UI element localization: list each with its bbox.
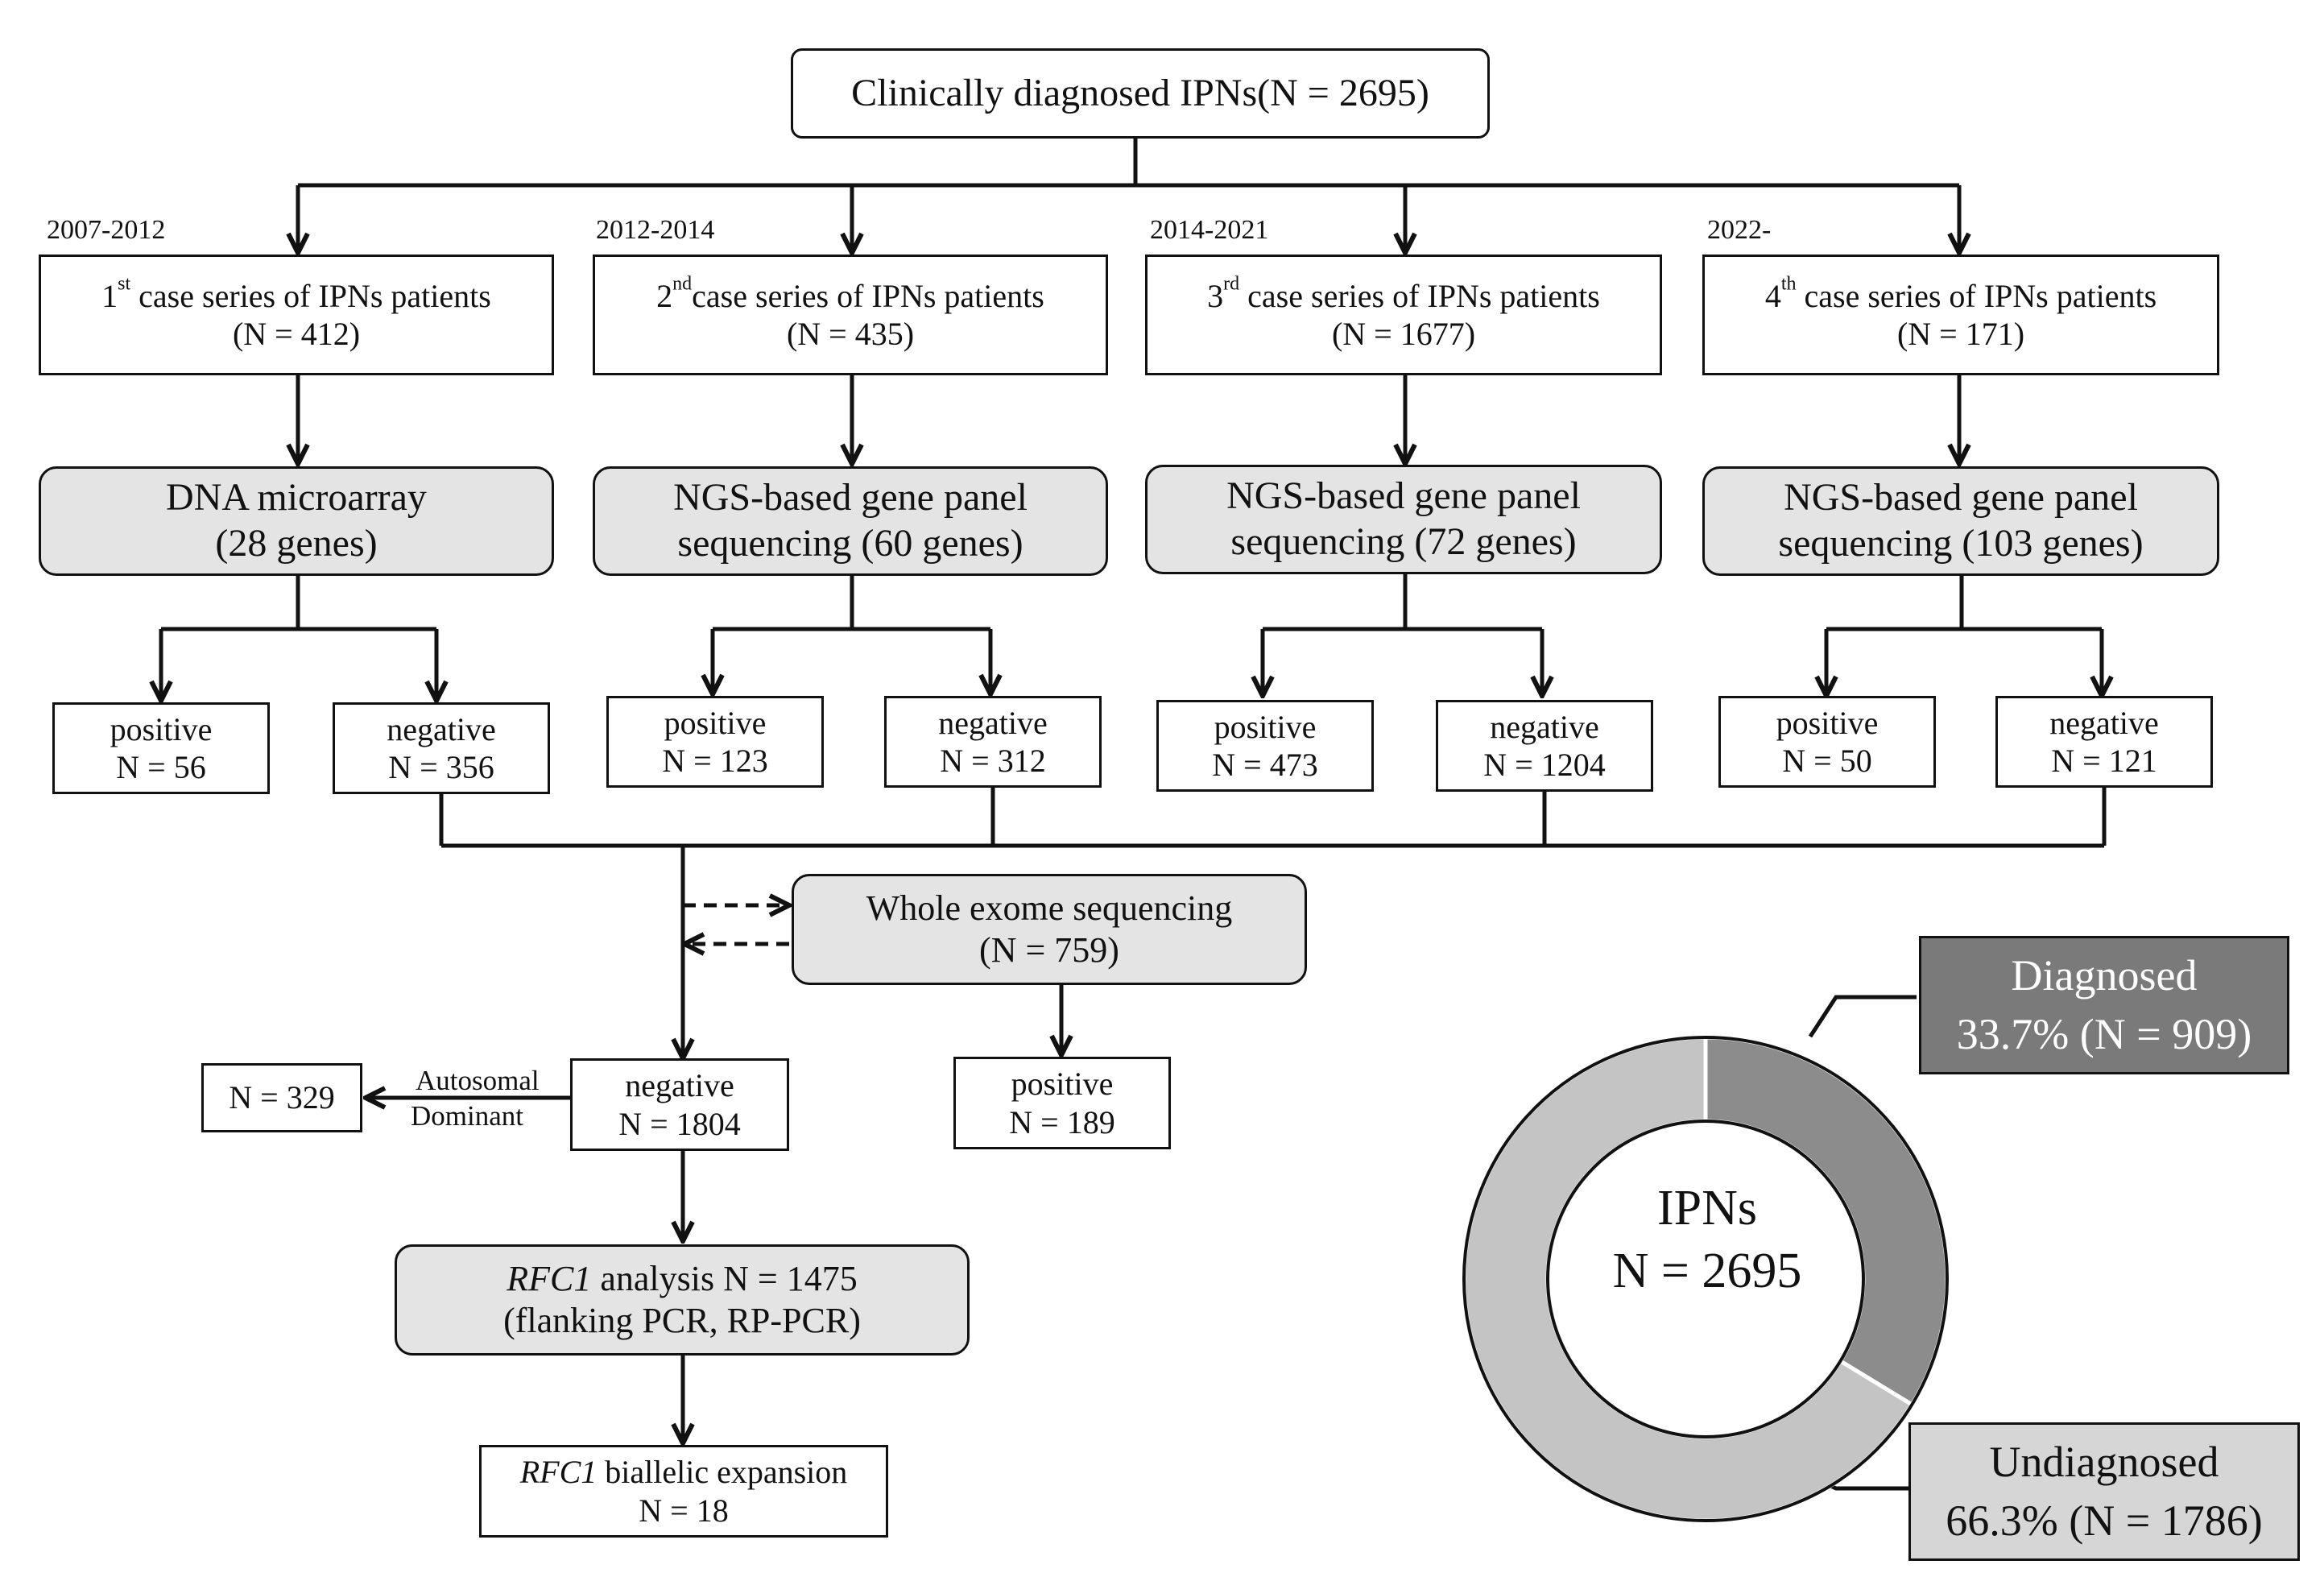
series-count: (N = 171) (1896, 316, 2025, 352)
period-label-2: 2012-2014 (596, 215, 715, 245)
combined-negative-box: negative N = 1804 (570, 1058, 789, 1151)
result-count: N = 1804 (618, 1105, 741, 1142)
result-label: positive (110, 710, 213, 747)
result-count: N = 56 (116, 749, 206, 785)
result-count: N = 123 (662, 743, 768, 779)
negative-box-2: negative N = 312 (884, 696, 1102, 788)
series-box-2: 2ndcase series of IPNs patients (N = 435… (593, 255, 1108, 375)
positive-box-2: positive N = 123 (606, 696, 824, 788)
ad-label-line: Dominant (411, 1099, 523, 1132)
result-count: N = 189 (1009, 1103, 1115, 1140)
series-count: (N = 1677) (1331, 316, 1476, 352)
ad-label-line: Autosomal (416, 1065, 540, 1096)
result-count: N = 121 (2051, 743, 2157, 779)
donut-outer-ring (1462, 1036, 1949, 1522)
donut-inner-hole (1546, 1120, 1865, 1438)
series-ordinal: 1 (101, 277, 118, 314)
period-label-3: 2014-2021 (1150, 215, 1269, 245)
series-ordinal-suffix: st (118, 273, 131, 295)
result-label: positive (664, 704, 767, 741)
donut-center-label: IPNs N = 2695 (1546, 1178, 1868, 1302)
callout-diagnosed (1808, 995, 1917, 1038)
method-line: sequencing (103 genes) (1778, 522, 2144, 565)
method-box-2: NGS-based gene panel sequencing (60 gene… (593, 466, 1108, 576)
donut-center-title: IPNs (1656, 1181, 1758, 1236)
series-ordinal-suffix: th (1780, 273, 1797, 295)
series-ordinal-suffix: rd (1223, 273, 1240, 295)
legend-undiagnosed: Undiagnosed 66.3% (N = 1786) (1908, 1422, 2300, 1561)
result-label: positive (1214, 708, 1317, 745)
negative-box-3: negative N = 1204 (1436, 700, 1653, 792)
positive-box-1: positive N = 56 (52, 702, 270, 794)
method-box-4: NGS-based gene panel sequencing (103 gen… (1702, 466, 2219, 576)
result-count: N = 1204 (1483, 747, 1606, 783)
method-line: NGS-based gene panel (1226, 474, 1581, 518)
result-label: negative (2049, 704, 2159, 741)
method-box-1: DNA microarray (28 genes) (39, 466, 554, 576)
wes-title: Whole exome sequencing (866, 888, 1233, 929)
series-title: case series of IPNs patients (1239, 277, 1600, 314)
legend-value: 33.7% (N = 909) (1956, 1010, 2252, 1058)
rfc1-result-box: RFC1 biallelic expansion N = 18 (479, 1445, 888, 1538)
series-count: (N = 435) (786, 316, 915, 352)
period-label-4: 2022- (1707, 215, 1772, 245)
wes-positive-box: positive N = 189 (953, 1057, 1171, 1149)
result-label: negative (625, 1067, 734, 1104)
ad-box: N = 329 (201, 1063, 362, 1132)
rfc1-result-title: biallelic expansion (597, 1454, 848, 1491)
legend-label: Undiagnosed (1989, 1438, 2219, 1487)
positive-box-4: positive N = 50 (1718, 696, 1936, 788)
result-count: N = 312 (940, 743, 1046, 779)
donut-center-count: N = 2695 (1612, 1243, 1802, 1298)
method-line: NGS-based gene panel (1784, 476, 2138, 519)
wes-box: Whole exome sequencing (N = 759) (792, 874, 1307, 985)
method-line: sequencing (60 genes) (677, 522, 1023, 565)
positive-box-3: positive N = 473 (1156, 700, 1374, 792)
series-box-4: 4th case series of IPNs patients (N = 17… (1702, 255, 2219, 375)
ad-label: Autosomal Dominant (411, 1063, 540, 1134)
series-title: case series of IPNs patients (692, 277, 1044, 314)
negative-box-4: negative N = 121 (1995, 696, 2213, 788)
donut-chart (1462, 1035, 1950, 1523)
result-label: negative (387, 710, 496, 747)
ad-count: N = 329 (229, 1079, 335, 1116)
method-box-3: NGS-based gene panel sequencing (72 gene… (1145, 465, 1662, 574)
rfc1-analysis-box: RFC1 analysis N = 1475 (flanking PCR, RP… (395, 1244, 970, 1356)
result-count: N = 50 (1782, 743, 1872, 779)
series-ordinal: 4 (1764, 277, 1781, 314)
negative-box-1: negative N = 356 (333, 702, 550, 794)
series-ordinal-suffix: nd (672, 273, 693, 295)
method-line: sequencing (72 genes) (1230, 520, 1577, 563)
legend-label: Diagnosed (2011, 951, 2198, 1000)
series-ordinal: 3 (1207, 277, 1224, 314)
result-label: positive (1776, 704, 1879, 741)
series-title: case series of IPNs patients (130, 277, 491, 314)
series-box-3: 3rd case series of IPNs patients (N = 16… (1145, 255, 1662, 375)
rfc1-analysis-methods: (flanking PCR, RP-PCR) (503, 1301, 861, 1340)
result-count: N = 473 (1212, 747, 1318, 783)
series-count: (N = 412) (232, 316, 361, 352)
wes-count: (N = 759) (979, 930, 1119, 970)
method-line: NGS-based gene panel (673, 476, 1028, 519)
series-ordinal: 2 (656, 277, 673, 314)
result-label: negative (938, 704, 1048, 741)
method-line: DNA microarray (166, 476, 427, 519)
result-count: N = 356 (388, 749, 494, 785)
method-line: (28 genes) (215, 522, 378, 565)
period-label-1: 2007-2012 (47, 215, 166, 245)
top-label: Clinically diagnosed IPNs(N = 2695) (851, 71, 1429, 114)
legend-diagnosed: Diagnosed 33.7% (N = 909) (1919, 936, 2289, 1074)
gene-name: RFC1 (507, 1259, 592, 1299)
top-box: Clinically diagnosed IPNs(N = 2695) (791, 48, 1490, 139)
legend-value: 66.3% (N = 1786) (1946, 1496, 2263, 1545)
result-label: negative (1490, 708, 1599, 745)
series-title: case series of IPNs patients (1796, 277, 2157, 314)
rfc1-analysis-title: analysis N = 1475 (591, 1259, 858, 1299)
series-box-1: 1st case series of IPNs patients (N = 41… (39, 255, 554, 375)
gene-name: RFC1 (519, 1454, 598, 1491)
result-label: positive (1011, 1066, 1114, 1103)
rfc1-result-count: N = 18 (639, 1492, 729, 1529)
